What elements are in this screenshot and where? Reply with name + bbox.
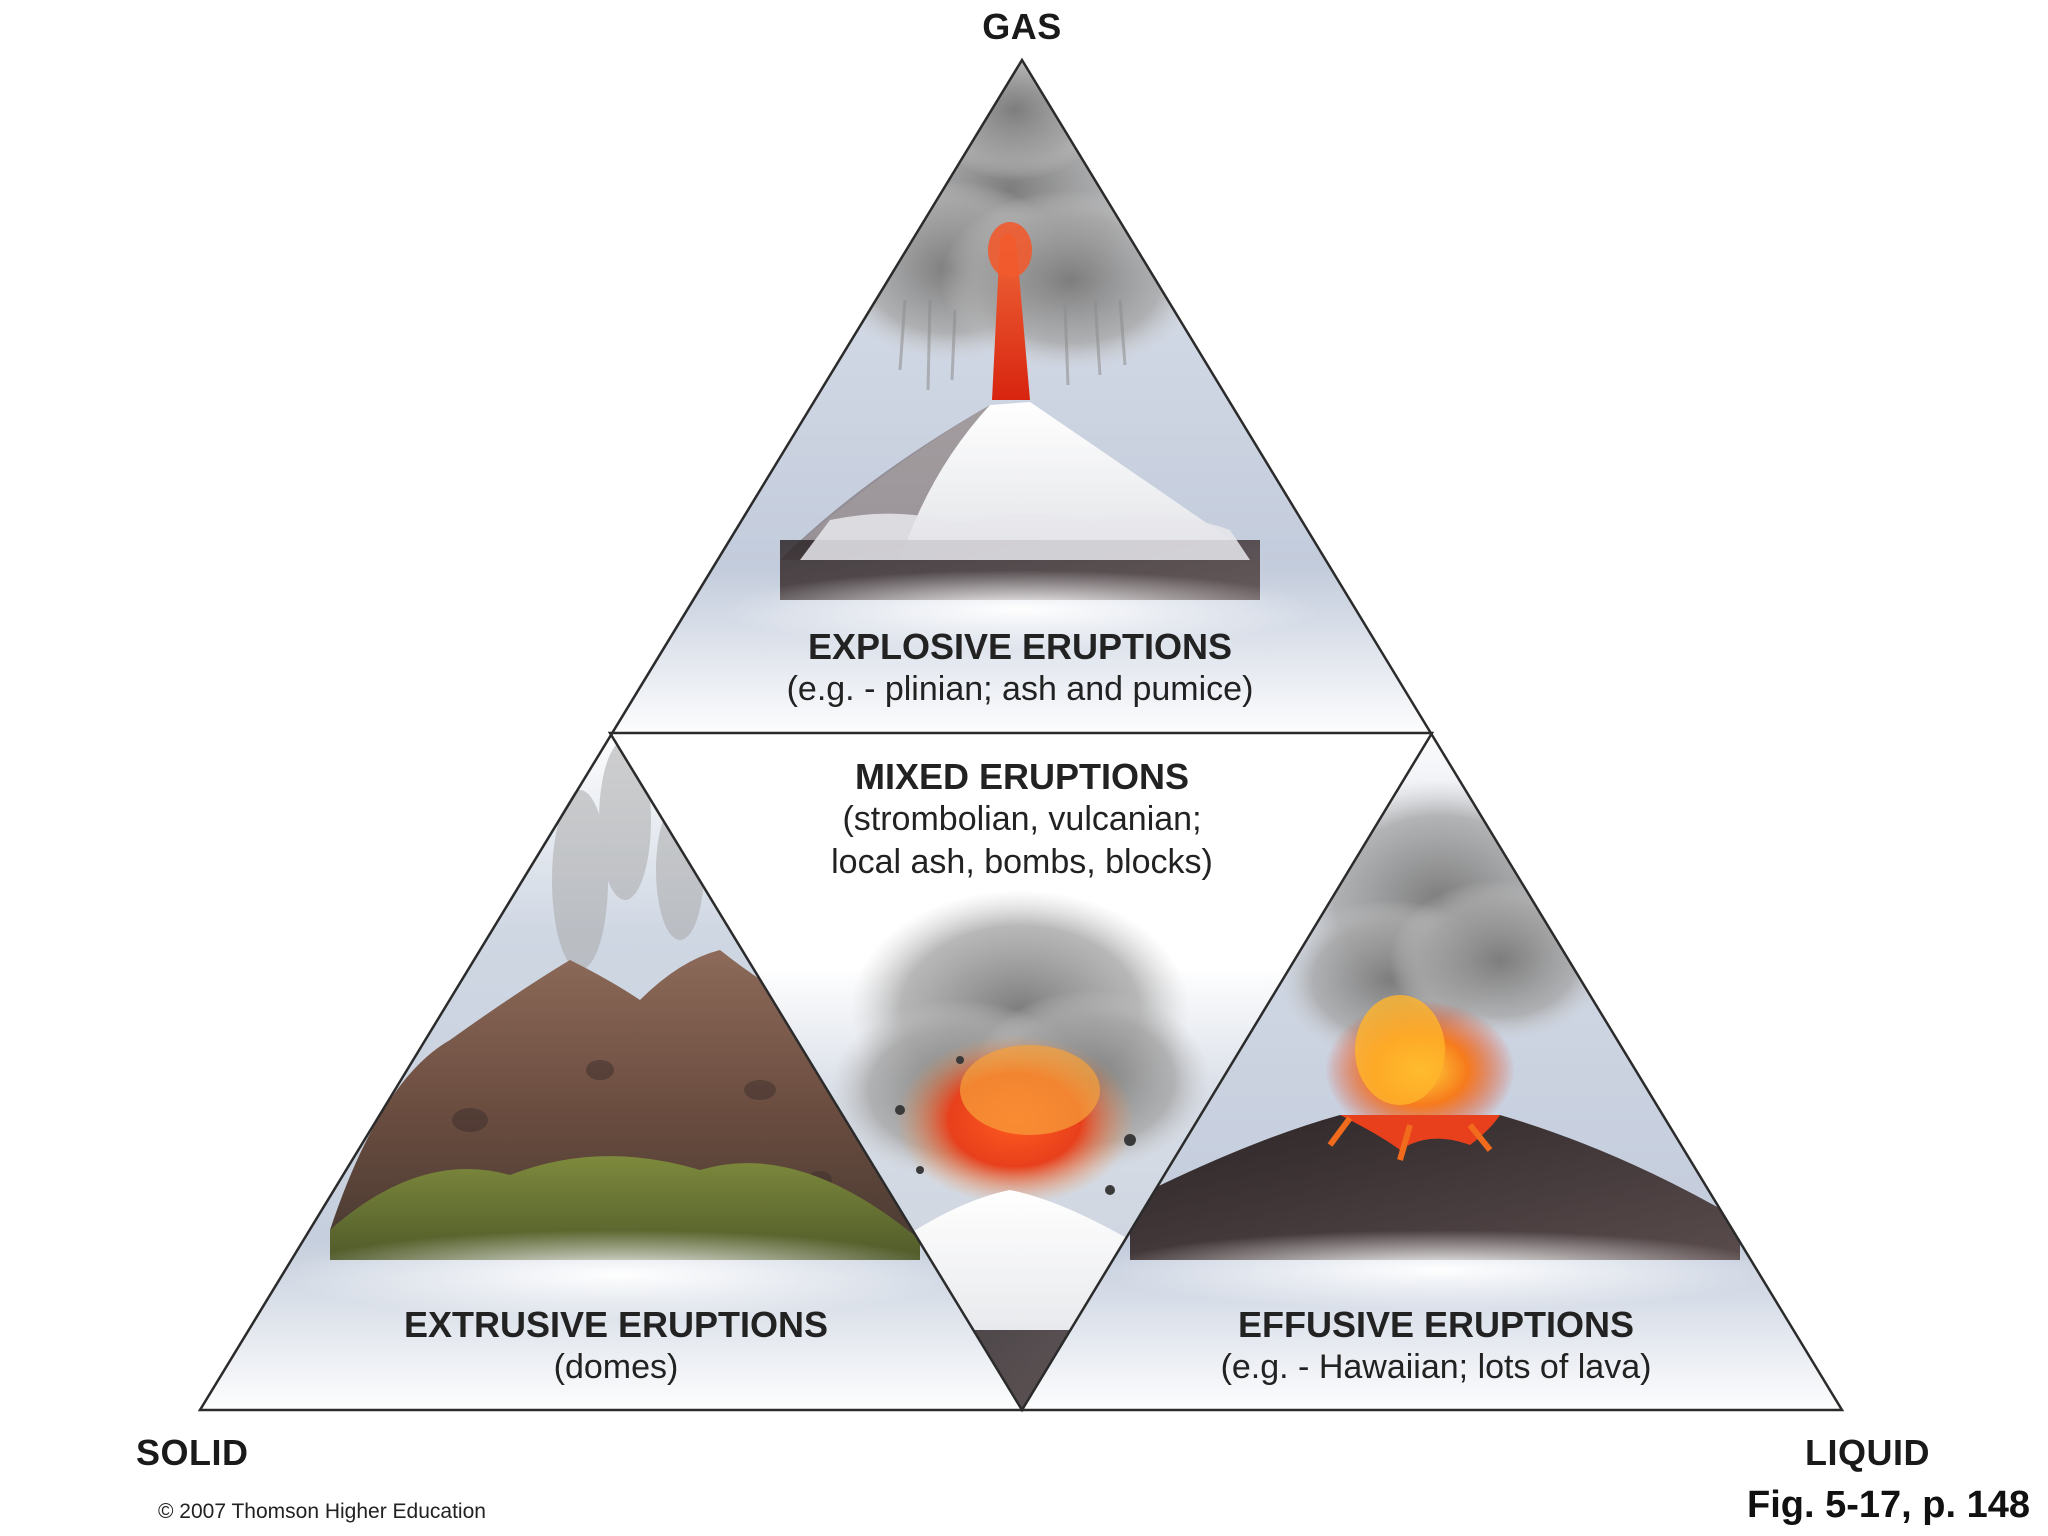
corner-label-liquid: LIQUID <box>1805 1432 1930 1473</box>
effusive-label: EFFUSIVE ERUPTIONS (e.g. - Hawaiian; lot… <box>1136 1304 1736 1389</box>
mixed-title: MIXED ERUPTIONS <box>854 756 1190 797</box>
extrusive-label: EXTRUSIVE ERUPTIONS (domes) <box>316 1304 916 1389</box>
mixed-label: MIXED ERUPTIONS (strombolian, vulcanian;… <box>722 756 1322 884</box>
mixed-desc-line1: (strombolian, vulcanian; <box>842 800 1202 838</box>
inner-triangle <box>607 731 1435 1413</box>
explosive-desc: (e.g. - plinian; ash and pumice) <box>786 670 1254 708</box>
corner-label-gas: GAS <box>982 6 1062 47</box>
effusive-title: EFFUSIVE ERUPTIONS <box>1237 1304 1635 1345</box>
explosive-label: EXPLOSIVE ERUPTIONS (e.g. - plinian; ash… <box>720 626 1320 711</box>
copyright-notice: © 2007 Thomson Higher Education <box>158 1500 486 1523</box>
explosive-title: EXPLOSIVE ERUPTIONS <box>807 626 1233 667</box>
triangle-outlines <box>197 57 1845 1413</box>
figure-reference: Fig. 5-17, p. 148 <box>1747 1484 2030 1526</box>
extrusive-title: EXTRUSIVE ERUPTIONS <box>403 1304 829 1345</box>
effusive-desc: (e.g. - Hawaiian; lots of lava) <box>1220 1348 1652 1386</box>
corner-label-solid: SOLID <box>136 1432 249 1473</box>
extrusive-desc: (domes) <box>553 1348 679 1386</box>
mixed-desc-line2: local ash, bombs, blocks) <box>831 843 1213 881</box>
